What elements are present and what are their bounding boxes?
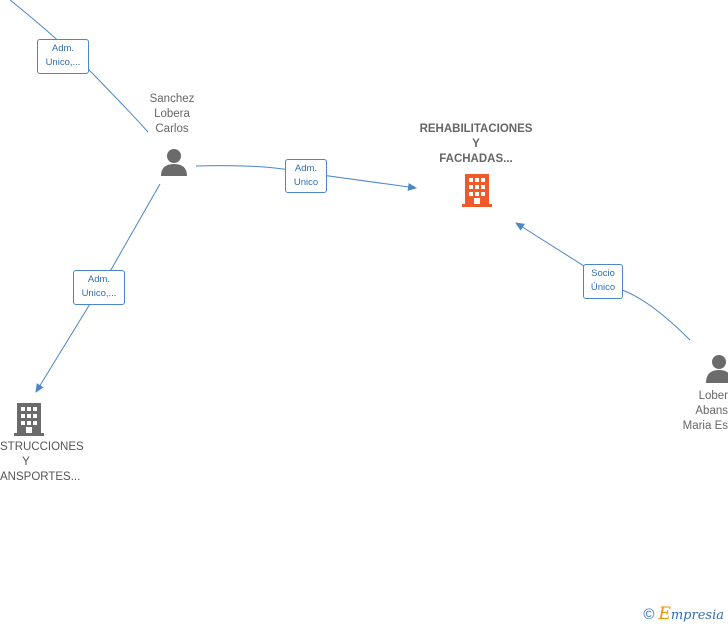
node-label-lober[interactable]: Lober Abans Maria Es <box>682 390 728 432</box>
copyright-symbol: © <box>643 605 655 623</box>
edge-lober-rehabilitaciones <box>515 222 691 341</box>
node-label-rehabilitaciones[interactable]: REHABILITACIONES Y FACHADAS... <box>419 123 533 165</box>
edge-label-top-left[interactable]: Adm. Unico,... <box>37 39 89 74</box>
edge-label-sanchez-construcciones[interactable]: Adm. Unico,... <box>73 270 125 305</box>
edge-label-sanchez-rehabilitaciones[interactable]: Adm. Unico <box>285 159 327 193</box>
building-icon[interactable] <box>14 403 44 436</box>
empresia-logo: Empresia <box>658 604 724 624</box>
building-icon[interactable] <box>462 174 492 207</box>
edge-sanchez-construcciones <box>35 183 161 393</box>
person-icon[interactable] <box>161 149 187 176</box>
node-label-sanchez[interactable]: Sanchez Lobera Carlos <box>149 93 195 135</box>
person-icon[interactable] <box>706 355 728 383</box>
footer-brand[interactable]: © Empresia <box>643 604 724 624</box>
edge-label-lober-rehabilitaciones[interactable]: Socio Único <box>583 264 623 299</box>
edge-top-left <box>9 0 149 133</box>
node-label-construcciones[interactable]: STRUCCIONES Y ANSPORTES... <box>0 441 84 483</box>
